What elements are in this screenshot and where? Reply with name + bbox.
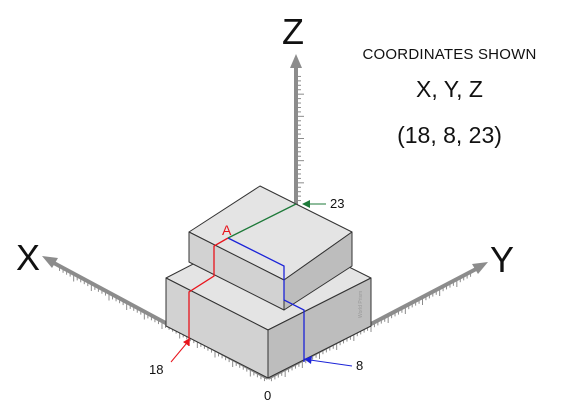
callout-z-value: 23 xyxy=(330,196,344,211)
watermark: World Prism xyxy=(358,291,364,318)
y-axis-label: Y xyxy=(490,239,514,280)
z-axis-ticks xyxy=(296,75,304,202)
callout-x: 18 xyxy=(149,338,190,377)
callout-x-value: 18 xyxy=(149,362,163,377)
y-trace-line xyxy=(227,237,305,362)
x-trace-line xyxy=(188,237,229,346)
x-axis-arrowhead xyxy=(42,256,58,268)
origin-label: 0 xyxy=(264,388,271,403)
upper-block xyxy=(188,185,353,311)
z-axis-label: Z xyxy=(282,11,304,52)
x-axis-label: X xyxy=(16,237,40,278)
z-axis xyxy=(290,54,304,205)
z-axis-arrowhead xyxy=(290,54,302,68)
info-coordinates: (18, 8, 23) xyxy=(397,122,502,148)
info-heading: COORDINATES SHOWN xyxy=(362,46,537,63)
callout-z: 23 xyxy=(302,196,344,211)
point-a-label: A xyxy=(222,222,232,238)
y-axis-arrowhead xyxy=(472,262,488,274)
z-trace-line xyxy=(227,203,297,239)
callout-y-value: 8 xyxy=(356,358,363,373)
callout-y: 8 xyxy=(304,356,363,373)
lower-block-right-face xyxy=(267,277,372,379)
info-axes-order: X, Y, Z xyxy=(416,76,483,102)
